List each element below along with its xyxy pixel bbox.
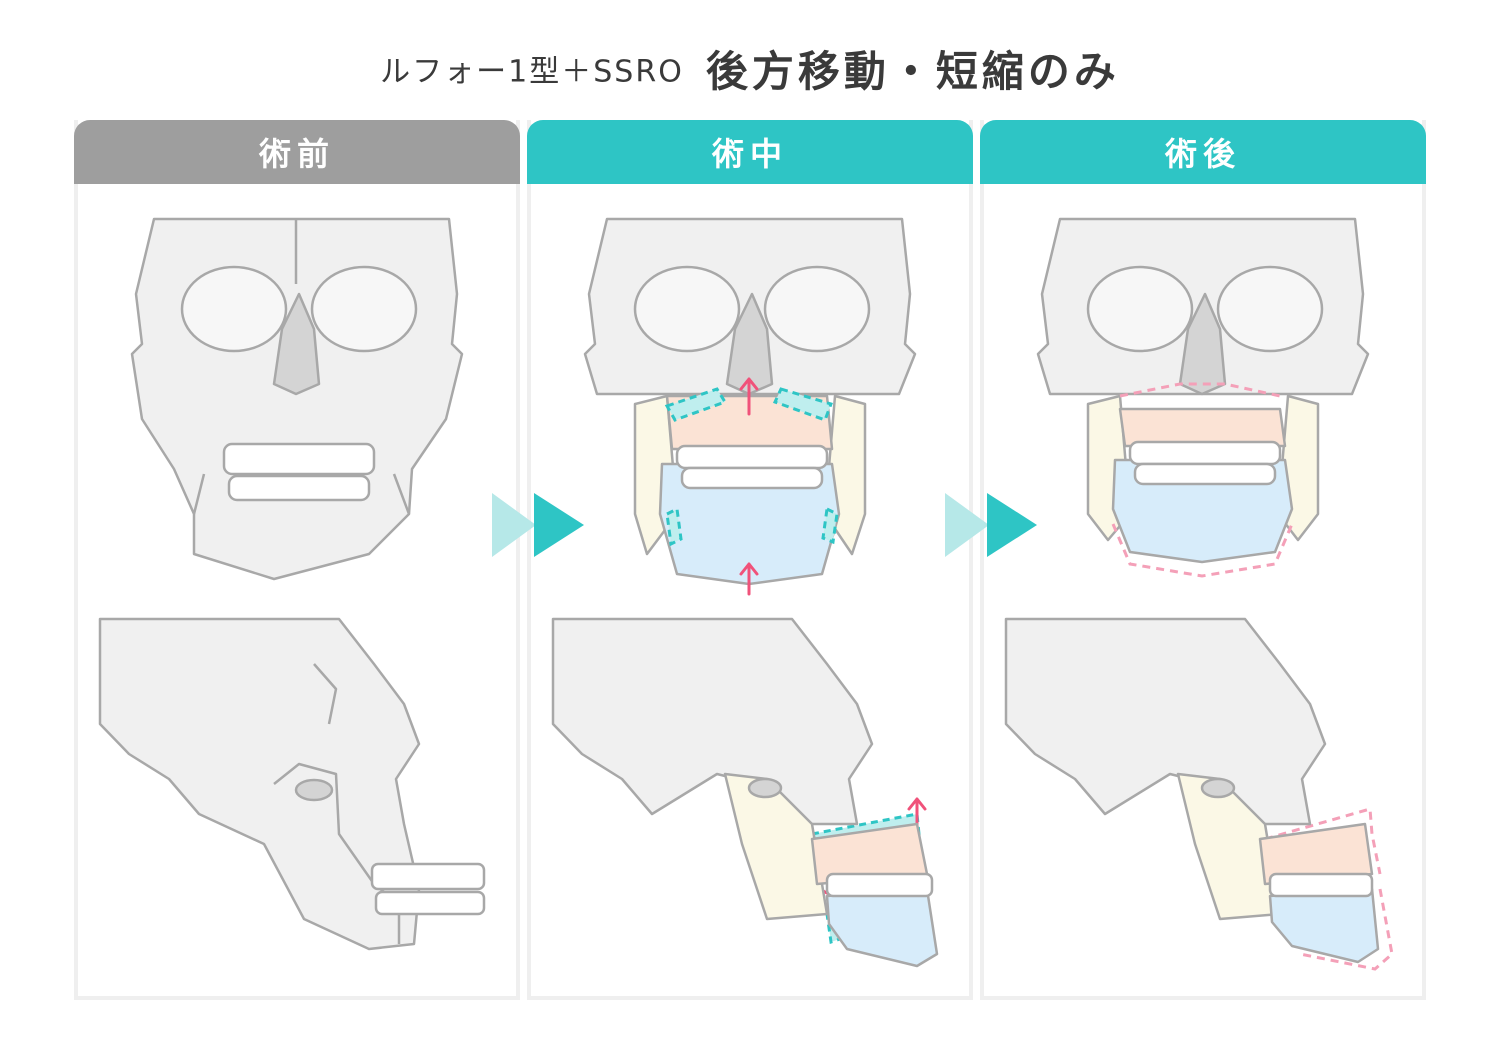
side-skull — [1004, 617, 1380, 964]
side-lower-jaw — [825, 887, 939, 968]
lower-jaw — [1111, 458, 1294, 564]
lower-jaw — [658, 462, 841, 586]
upper-jaw — [1118, 407, 1287, 448]
side-upper-jaw — [1258, 822, 1374, 886]
panel-during-header: 術中 — [527, 120, 973, 184]
panel-before-header: 術前 — [74, 120, 520, 184]
panel-before: 術前 — [74, 120, 520, 1000]
title-main: 後方移動・短縮のみ — [705, 47, 1120, 96]
front-skull — [1036, 217, 1370, 564]
after-illustration — [1004, 217, 1394, 971]
side-skull — [98, 617, 486, 951]
front-skull — [130, 217, 464, 581]
panel-after-header: 術後 — [980, 120, 1426, 184]
diagram-title: ルフォー1型＋SSRO 後方移動・短縮のみ — [0, 38, 1500, 99]
panel-during: 術中 — [527, 120, 973, 1000]
before-illustration — [98, 217, 486, 951]
transition-arrow-1 — [492, 493, 584, 557]
title-subtitle: ルフォー1型＋SSRO — [380, 54, 684, 90]
panel-after: 術後 — [980, 120, 1426, 1000]
side-skull — [551, 617, 939, 968]
side-lower-jaw — [1268, 887, 1380, 964]
previous-position-outlines — [1111, 382, 1394, 971]
arrow-dark-icon — [534, 493, 584, 557]
arrow-light-icon — [492, 493, 536, 557]
front-skull — [583, 217, 917, 586]
arrow-dark-icon — [987, 493, 1037, 557]
during-illustration — [551, 217, 939, 968]
arrow-light-icon — [945, 493, 989, 557]
transition-arrow-2 — [945, 493, 1037, 557]
